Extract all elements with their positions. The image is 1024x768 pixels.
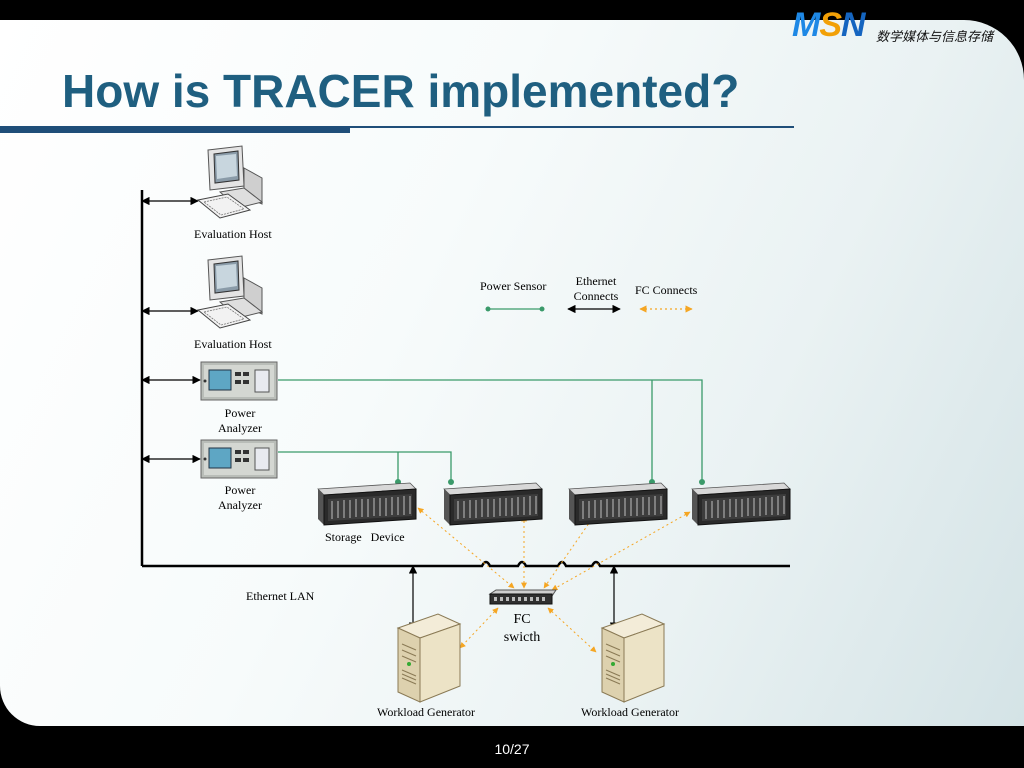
evaluation-host-2-label: Evaluation Host xyxy=(194,337,272,351)
logo-subtitle: 数学媒体与信息存储 xyxy=(876,30,994,45)
legend-power-sensor-label: Power Sensor xyxy=(480,279,547,293)
power-analyzer-2-icon xyxy=(200,439,278,479)
ethernet-lan-label: Ethernet LAN xyxy=(246,589,315,603)
title-underline xyxy=(0,126,794,128)
msn-logo: MSN xyxy=(792,6,866,44)
legend-fc-connects-label: FC Connects xyxy=(635,283,698,297)
evaluation-host-2-icon xyxy=(197,255,263,329)
title-accent-bar xyxy=(0,126,350,133)
power-analyzer-1-icon xyxy=(200,361,278,401)
evaluation-host-1-label: Evaluation Host xyxy=(194,227,272,241)
slide-background xyxy=(0,20,1024,726)
power-sensor-lines xyxy=(278,379,703,482)
ethernet-lan-line xyxy=(142,560,790,568)
storage-device-4-icon xyxy=(691,482,791,526)
evaluation-host-1-icon xyxy=(197,145,263,219)
storage-device-3-icon xyxy=(568,482,668,526)
workload-generator-2-icon xyxy=(601,613,665,703)
workload-generator-1-label: Workload Generator xyxy=(377,705,475,719)
storage-device-2-icon xyxy=(443,482,543,526)
storage-device-label: Storage Device xyxy=(325,530,405,544)
page-number: 10/27 xyxy=(494,741,530,757)
fc-connect-lines xyxy=(417,507,691,653)
legend-power-sensor-dot-2 xyxy=(539,306,545,312)
legend-power-sensor-dot-1 xyxy=(485,306,491,312)
workload-generator-2-label: Workload Generator xyxy=(581,705,679,719)
footer-bar xyxy=(0,726,1024,768)
fc-switch-icon xyxy=(489,589,557,605)
workload-generator-1-icon xyxy=(397,613,461,703)
storage-device-1-icon xyxy=(317,482,417,526)
slide-title: How is TRACER implemented? xyxy=(62,65,740,117)
